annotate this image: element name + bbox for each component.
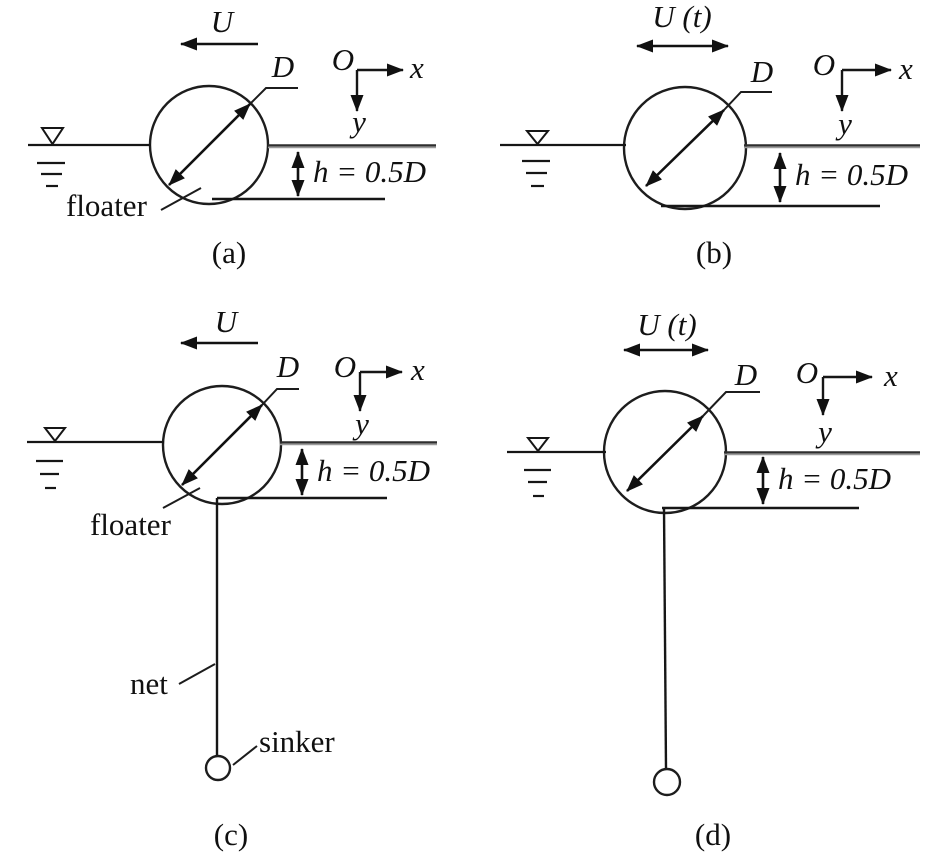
sinker-label: sinker	[259, 724, 335, 759]
draft-label: h = 0.5D	[313, 154, 426, 189]
origin-label: O	[813, 47, 835, 82]
draft-label: h = 0.5D	[795, 157, 908, 192]
diameter-leader	[249, 87, 298, 105]
origin-label: O	[334, 349, 356, 384]
water-level-icon	[40, 127, 65, 146]
panel-b: U (t) D O x y h = 0.5D (b)	[500, 0, 920, 270]
panel-caption: (d)	[695, 817, 731, 852]
diameter-arrow	[181, 404, 263, 486]
panel-caption: (a)	[212, 235, 246, 270]
diameter-label: D	[734, 357, 757, 392]
floater-leader	[160, 187, 202, 211]
y-axis-label: y	[835, 106, 852, 141]
velocity-label: U (t)	[637, 307, 696, 342]
x-axis-label: x	[409, 50, 424, 85]
water-level-icon	[524, 130, 551, 146]
x-axis-label: x	[883, 358, 898, 393]
floater-leader	[162, 487, 201, 509]
floater-label: floater	[90, 507, 172, 542]
sinker-circle	[652, 767, 682, 797]
diameter-label: D	[276, 349, 299, 384]
diameter-arrow	[626, 415, 704, 492]
diameter-label: D	[750, 54, 773, 89]
velocity-label: U	[215, 304, 240, 339]
diameter-leader	[723, 91, 772, 111]
y-axis-label: y	[815, 414, 832, 449]
sinker-leader	[232, 745, 258, 766]
draft-label: h = 0.5D	[317, 453, 430, 488]
water-level-icon	[42, 427, 68, 443]
panel-caption: (b)	[696, 235, 732, 270]
y-axis-label: y	[349, 104, 366, 139]
diameter-arrow	[168, 103, 251, 186]
floater-label: floater	[66, 188, 148, 223]
x-axis-label: x	[410, 352, 425, 387]
panel-caption: (c)	[214, 817, 248, 852]
diameter-label: D	[271, 49, 294, 84]
velocity-label: U	[211, 4, 236, 39]
diameter-arrow	[645, 109, 725, 187]
net-line	[662, 507, 668, 770]
velocity-label: U (t)	[652, 0, 711, 34]
net-leader	[178, 663, 216, 685]
origin-label: O	[332, 42, 354, 77]
sinker-circle	[204, 754, 232, 782]
panel-a: U D O x y h = 0.5D floater (a)	[28, 4, 436, 270]
water-level-icon	[525, 437, 551, 453]
panel-d: U (t) D O x y h = 0.5D (d)	[507, 307, 920, 852]
diameter-leader	[702, 391, 760, 417]
panel-c: U D O x y h = 0.5D floater net sinker (c…	[27, 304, 437, 852]
diameter-leader	[261, 388, 299, 406]
origin-label: O	[796, 355, 818, 390]
net-label: net	[130, 666, 168, 701]
x-axis-label: x	[898, 51, 913, 86]
y-axis-label: y	[352, 406, 369, 441]
draft-label: h = 0.5D	[778, 461, 891, 496]
